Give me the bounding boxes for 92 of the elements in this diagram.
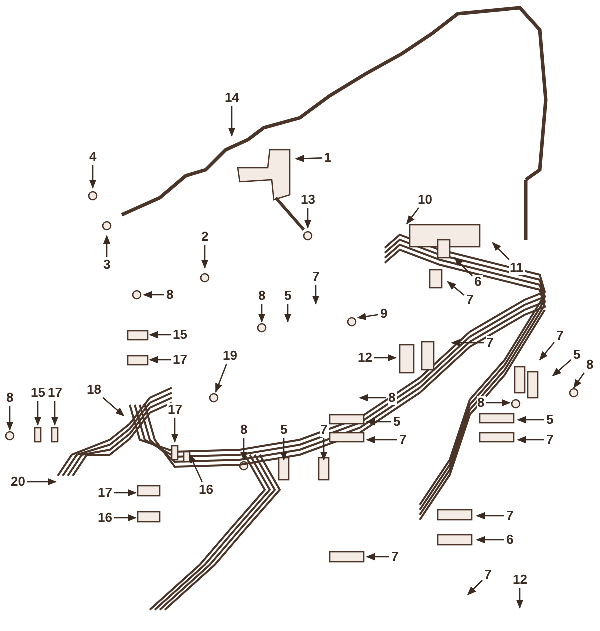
leader-line [89,165,97,189]
leader-line [476,536,504,544]
leader-line [517,416,544,424]
callout-number: 15 [172,328,188,342]
leader-line [201,245,209,269]
leader-line [284,304,292,323]
leader-line [258,304,266,323]
leader-line [357,313,379,320]
leader-line [27,478,57,486]
callout-number: 16 [198,483,214,497]
leader-line [143,291,164,299]
leader-line [149,356,171,364]
leader-line [103,235,111,257]
leader-line [573,372,586,389]
callout-number: 5 [284,289,293,303]
leader-line [539,342,555,361]
callout-number: 7 [390,550,400,564]
leader-line [447,281,465,296]
callout-number: 20 [10,475,26,489]
callout-number: 17 [172,353,188,367]
leader-line [51,401,59,426]
callout-number: 7 [466,293,475,307]
callout-number: 7 [312,270,321,284]
leader-line [312,285,320,305]
leader-line [114,514,137,522]
callout-number: 5 [546,413,555,427]
leader-line [552,359,572,377]
callout-number: 7 [506,509,515,523]
callout-number: 8 [258,289,267,303]
callout-number: 8 [240,423,249,437]
leader-line [34,401,42,426]
leader-line [215,364,228,393]
callout-number: 8 [476,396,486,410]
callout-number: 7 [398,433,408,447]
callout-number: 2 [200,230,210,244]
leader-line [114,489,137,497]
leader-line [451,339,484,347]
leader-line [516,588,524,609]
leader-line [359,394,386,402]
callout-number: 7 [546,433,555,447]
leader-line [171,418,179,443]
leader-line [6,406,14,431]
callout-number: 13 [300,193,316,207]
callout-number: 17 [167,403,184,417]
callout-number: 17 [97,486,114,500]
callout-number: 4 [88,150,98,164]
callout-number: 14 [224,91,240,105]
callout-number: 7 [320,423,329,437]
leader-line [454,257,473,277]
leader-line [102,397,125,417]
callout-number: 12 [357,351,374,365]
callout-number: 3 [102,258,112,272]
leader-line [467,580,483,596]
leader-line [304,208,312,229]
leader-line [189,454,203,482]
leader-line [476,512,504,520]
callout-number: 10 [417,193,434,207]
callout-number: 8 [586,358,595,372]
callout-number: 7 [484,568,493,582]
leader-line [228,106,236,137]
callout-number: 5 [572,348,582,362]
leader-line [492,242,510,260]
leader-line [240,438,248,461]
callout-number: 12 [512,573,528,587]
leader-line [406,208,420,225]
leader-line [366,418,392,426]
callout-number: 5 [280,423,289,437]
callout-number: 11 [509,261,525,275]
leader-line [486,399,511,407]
callout-number: 9 [380,307,389,321]
callout-number: 8 [166,288,175,302]
callout-number: 17 [47,386,64,400]
leader-line [517,436,544,444]
callout-number: 1 [324,151,333,165]
leader-line [295,155,323,162]
leader-line [320,438,328,461]
callout-number: 16 [97,511,114,525]
leader-line [280,438,288,461]
leader-line [149,331,171,339]
callout-number: 6 [474,275,483,289]
callout-number: 8 [6,391,15,405]
callout-number: 18 [86,383,102,397]
callout-number: 5 [392,415,402,429]
callout-number: 7 [556,329,565,343]
leader-line [366,553,390,561]
callout-number: 7 [486,336,495,350]
leader-line [366,436,398,444]
callout-number: 6 [506,533,515,547]
callout-number: 8 [388,391,397,405]
callout-number: 15 [30,386,46,400]
leader-line [374,354,397,362]
callout-number: 19 [222,349,238,363]
